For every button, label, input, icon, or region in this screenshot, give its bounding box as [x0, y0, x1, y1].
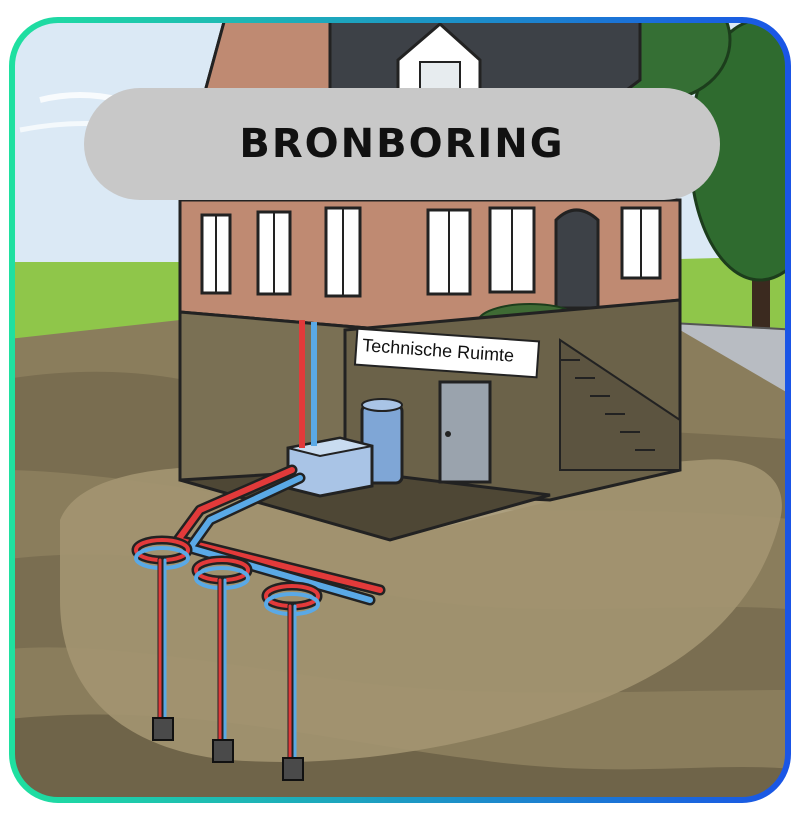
title-banner: BRONBORING: [84, 88, 720, 200]
gradient-frame: [9, 17, 791, 803]
borehole-icon: [131, 535, 323, 765]
page-title: BRONBORING: [239, 121, 565, 167]
heat-pump-icon: [286, 436, 374, 498]
technische-ruimte-sign: Technische Ruimte: [353, 327, 541, 379]
door-icon: [554, 208, 600, 310]
grass-field: [12, 262, 200, 340]
interior-door-icon: [438, 380, 492, 484]
